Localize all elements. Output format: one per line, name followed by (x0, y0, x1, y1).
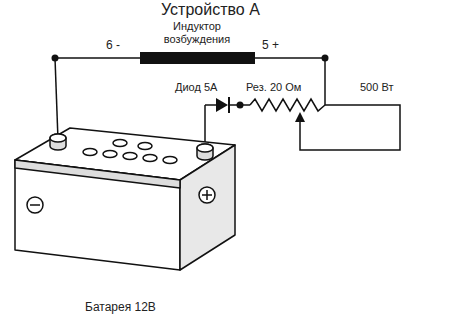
junction-dot (322, 55, 329, 62)
junction-dot (52, 55, 59, 62)
power-rating: 500 Вт (360, 81, 393, 94)
resistor-label: Рез. 20 Ом (246, 81, 301, 94)
diode-label: Диод 5А (175, 81, 217, 94)
battery-label: Батарея 12В (85, 300, 156, 314)
battery-drawing (15, 128, 235, 270)
wiper-arrow (295, 112, 305, 122)
junction-dot (237, 102, 244, 109)
diagram-title: Устройство А (161, 0, 260, 19)
resistor-symbol (250, 99, 325, 111)
terminal-number: 6 - (106, 38, 120, 52)
inductor-label: Индуктор возбуждения (142, 20, 252, 46)
diode-symbol (216, 97, 229, 113)
field-inductor (140, 52, 255, 64)
terminal-number: 5 + (262, 38, 279, 52)
